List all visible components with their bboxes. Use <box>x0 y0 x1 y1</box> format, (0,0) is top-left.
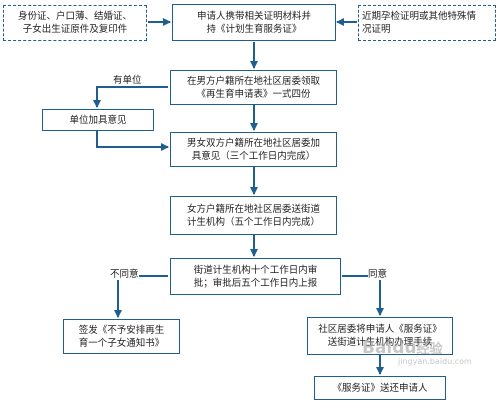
required-documents-box: 身份证、户口薄、结婚证、 子女出生证原件及复印件 <box>3 5 147 41</box>
watermark-url: jingyan.baidu.com <box>398 357 472 366</box>
send-to-street-box: 女方户籍所在地社区居委送街道 计生机构（五个工作日内完成） <box>170 196 337 235</box>
deliver-certificate-box: 《服务证》送还申请人 <box>314 376 446 400</box>
apply-step-box: 申请人携带相关证明材料并 持《计划生育服务证》 <box>172 4 336 41</box>
agree-label: 同意 <box>368 266 388 280</box>
committee-opinion-box: 男女双方户籍所在地社区居委加 具意见（三个工作日内完成） <box>170 132 337 167</box>
special-proof-box: 近期孕检证明或其他特殊情 况证明 <box>358 5 496 41</box>
arrow-review-to-return <box>342 275 384 316</box>
arrow-form-to-unit <box>93 86 168 108</box>
get-application-form-box: 在男方户籍所在地社区居委领取 《再生育申请表》一式四份 <box>170 70 337 105</box>
arrow-review-to-notice <box>114 275 168 318</box>
watermark-brand-cn: 经验 <box>416 342 443 357</box>
has-unit-label: 有单位 <box>113 75 142 86</box>
baidu-watermark: Baidu经验 <box>362 338 443 358</box>
street-review-box: 街道计生机构十个工作日内审 批；审批后五个工作日内上报 <box>170 258 341 295</box>
refusal-notice-box: 签发《不予安排再生 育一个子女通知书》 <box>63 319 180 354</box>
arrow-unit-to-committee <box>96 131 169 151</box>
watermark-brand: Baidu <box>362 338 417 358</box>
return-certificate-box: 社区居委将申请人《服务证》 送街道计生机构办理手续 <box>307 317 453 355</box>
unit-opinion-box: 单位加具意见 <box>42 109 154 131</box>
disagree-label: 不同意 <box>110 266 139 280</box>
